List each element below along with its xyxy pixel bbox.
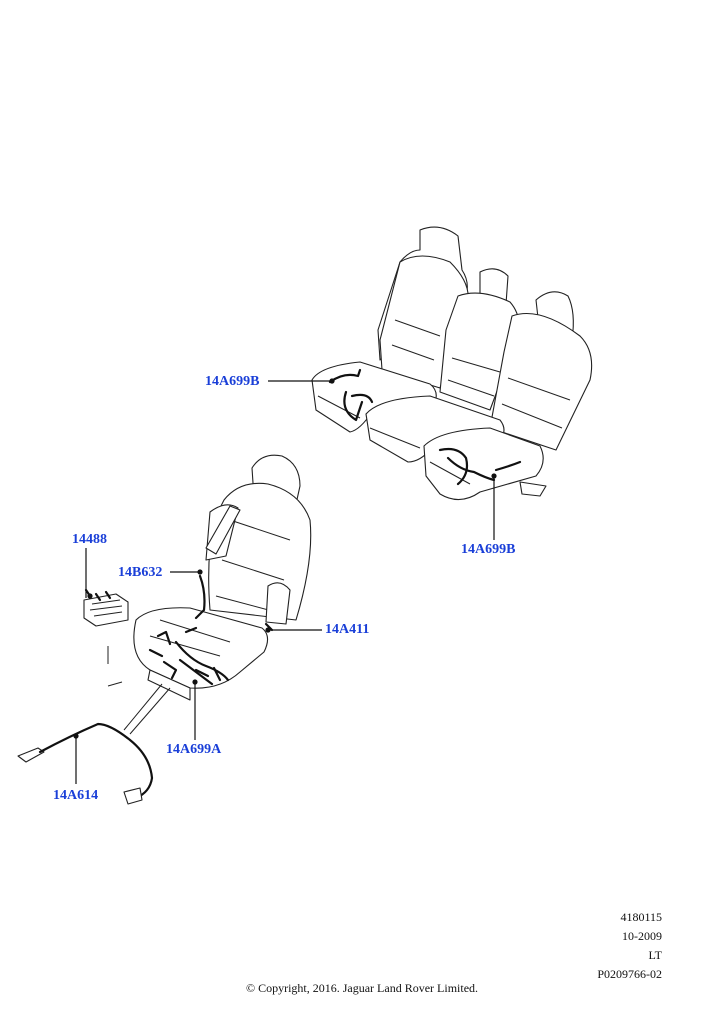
label-rear-harness-top[interactable]: 14A699B (205, 374, 260, 389)
label-rear-harness-bottom[interactable]: 14A699B (461, 542, 516, 557)
label-lumbar-harness[interactable]: 14A411 (325, 622, 370, 637)
revision-date: 10-2009 (622, 929, 662, 943)
copyright-notice: © Copyright, 2016. Jaguar Land Rover Lim… (245, 981, 479, 995)
leader-lines (73, 378, 497, 784)
label-jumper-harness[interactable]: 14A614 (53, 788, 99, 803)
label-switch-pack[interactable]: 14488 (72, 532, 107, 547)
guide-lines (107, 646, 171, 735)
jumper-harness-illustration (17, 722, 154, 805)
illustration-id: P0209766-02 (597, 967, 662, 981)
front-seat-illustration (133, 454, 312, 701)
label-backrest-harness[interactable]: 14B632 (118, 565, 163, 580)
label-cushion-harness[interactable]: 14A699A (166, 742, 222, 757)
ref-number: 4180115 (620, 910, 662, 924)
market-code: LT (648, 948, 662, 962)
illustration-meta: 4180115 10-2009 LT P0209766-02 (597, 908, 662, 984)
switch-pack-illustration (83, 588, 129, 627)
rear-seat-bench-illustration (311, 226, 593, 501)
